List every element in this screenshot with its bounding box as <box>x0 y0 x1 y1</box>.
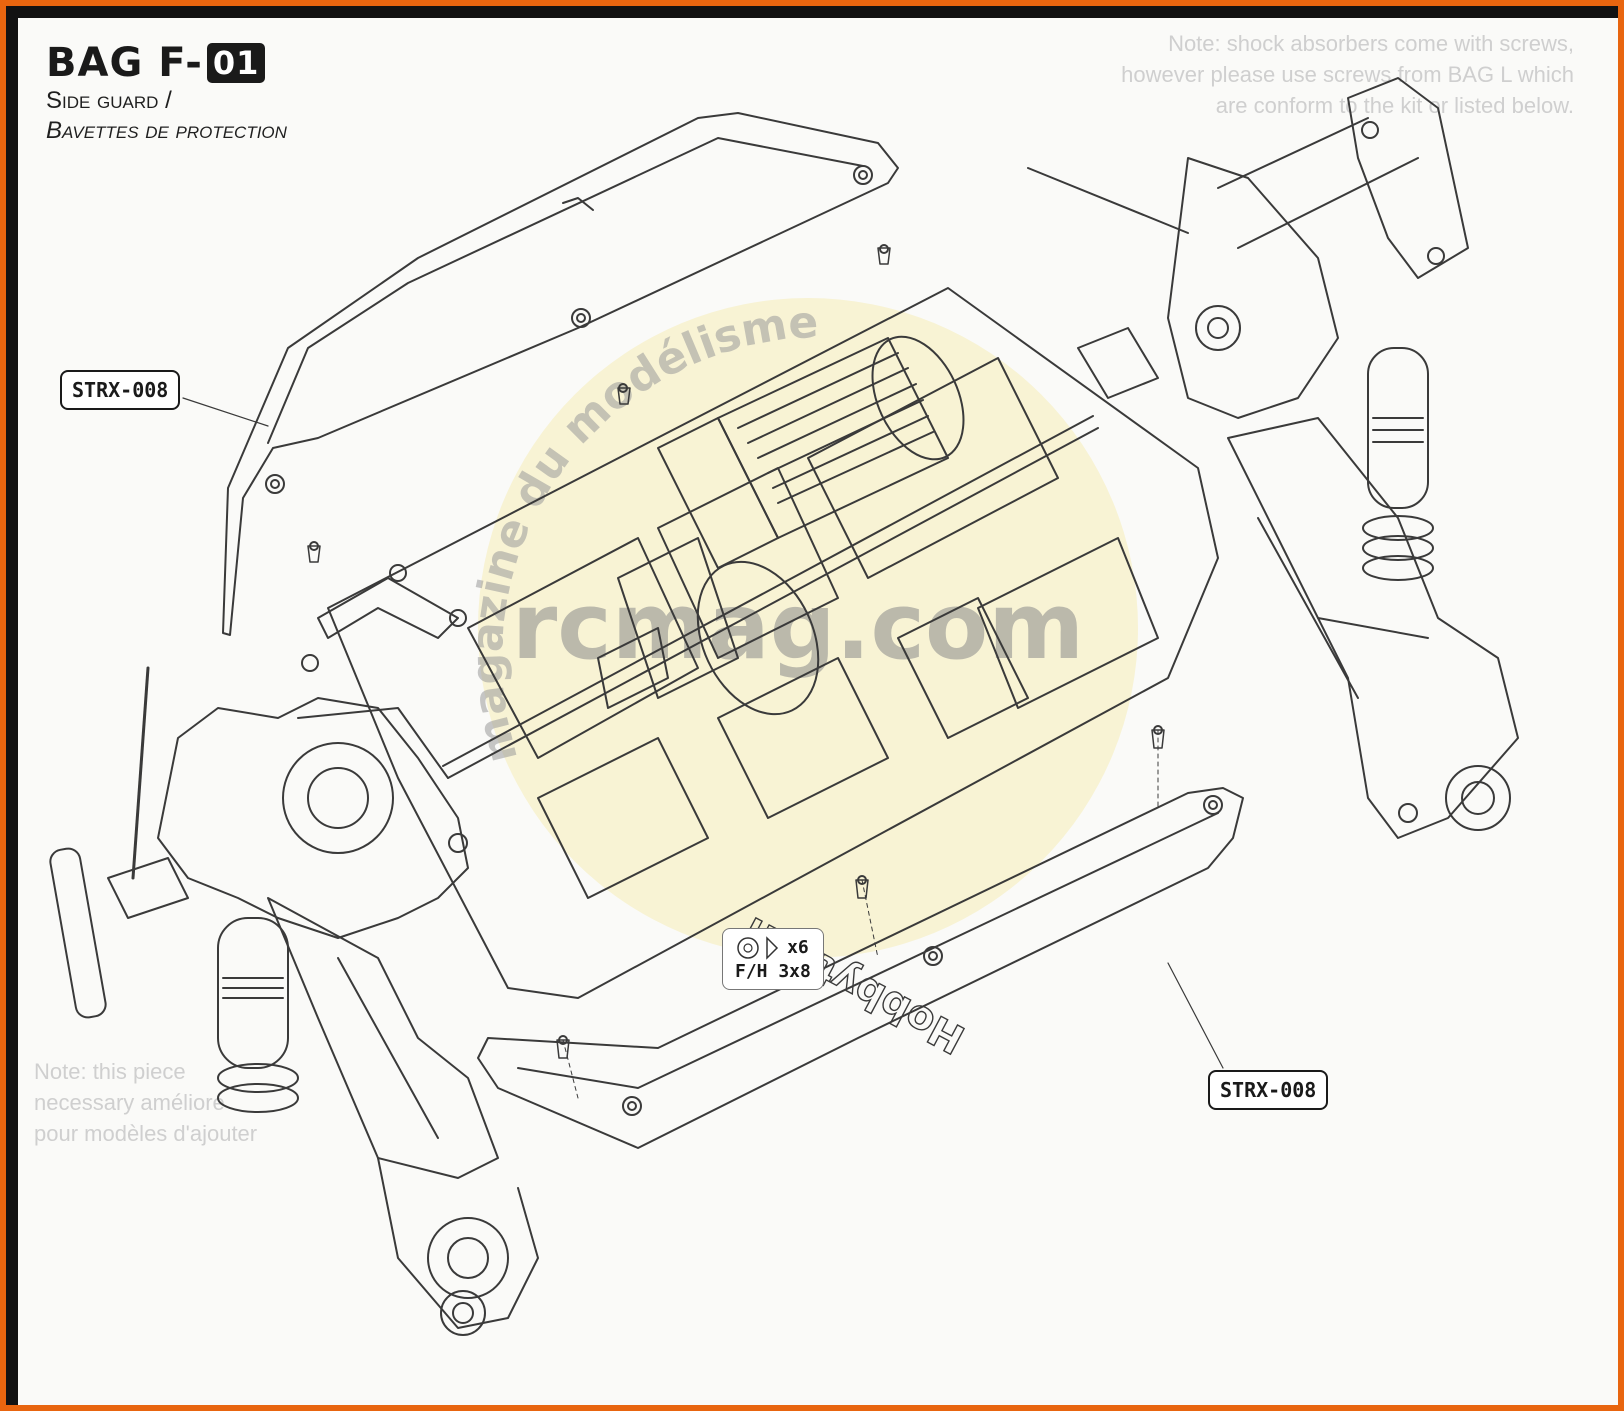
side-guard-top <box>222 112 899 636</box>
subtitle-fr: Bavettes de protection <box>46 117 287 144</box>
watermark: magazine du modélisme rcmag.com <box>462 297 1138 958</box>
front-shock <box>217 917 289 1069</box>
screw-spec: F/H 3x8 <box>735 961 811 982</box>
title-block: BAG F- 01 Side guard / Bavettes de prote… <box>46 40 287 146</box>
side-guard-bottom <box>477 787 1244 1149</box>
screw-row: x6 <box>735 935 811 961</box>
screw-quantity: x6 <box>787 937 809 958</box>
part-label-bottom: STRX-008 <box>1208 1070 1329 1110</box>
front-assembly <box>49 564 539 1336</box>
screws <box>307 247 1165 1059</box>
leader-bottom <box>1167 962 1224 1069</box>
screw-callout: x6 F/H 3x8 <box>722 928 824 990</box>
assembly-diagram: magazine du modélisme rcmag.com <box>49 77 1519 1336</box>
ghost-note-top: Note: shock absorbers come with screws, … <box>1121 31 1574 118</box>
watermark-site: rcmag.com <box>512 573 1084 680</box>
screw-guides <box>562 729 1159 1099</box>
ghost-note-bottom: Note: this piece necessary amélioré pour… <box>34 1059 258 1146</box>
bag-prefix: BAG F- <box>46 40 203 86</box>
chassis-plate <box>309 244 1219 1045</box>
part-label-top: STRX-008 <box>60 370 181 410</box>
rear-shock <box>1367 347 1429 509</box>
leader-top <box>182 397 269 427</box>
subtitle-en: Side guard / <box>46 87 172 114</box>
watermark-disc <box>478 298 1138 958</box>
instruction-sheet: Note: shock absorbers come with screws, … <box>18 18 1618 1405</box>
center-shaft <box>447 427 1099 779</box>
screw-icon <box>737 936 779 960</box>
rear-assembly <box>1027 77 1519 839</box>
bag-title: BAG F- 01 <box>46 40 287 86</box>
bag-number-badge: 01 <box>206 43 266 83</box>
outer-frame: Note: shock absorbers come with screws, … <box>6 6 1618 1405</box>
